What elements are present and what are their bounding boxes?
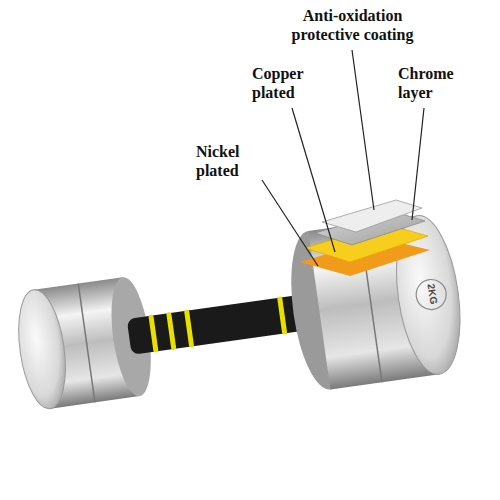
coating-layer [322,200,422,232]
disc-gap [78,284,95,403]
layer-label: Copper plated [252,64,330,102]
leader-line [352,50,374,210]
leader-line [412,108,424,220]
grip-ring [148,314,158,352]
dumbbell [9,212,469,432]
leader-line [262,180,318,266]
left-face [12,287,72,412]
grip-ring [166,312,176,350]
layer-label: Chrome layer [398,64,476,102]
layer-label: Nickel plated [196,142,260,180]
grip-ring [277,296,287,334]
grip-ring [184,309,194,347]
leader-line [292,108,335,252]
layer-label: Anti-oxidation protective coating [270,6,435,44]
